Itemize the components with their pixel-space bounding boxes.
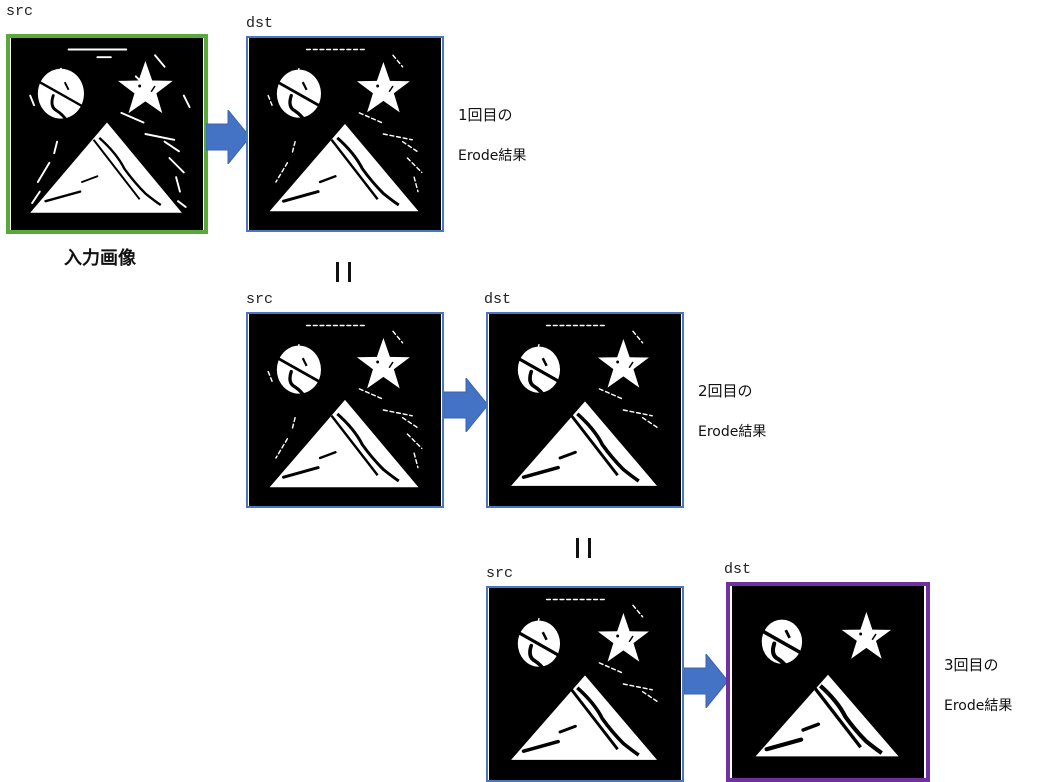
result-caption-3: 3回目の Erode結果 — [944, 654, 1012, 715]
input-image — [6, 34, 208, 234]
src-label-2: src — [246, 291, 274, 308]
equals-marker-1 — [332, 262, 356, 282]
erode-result-1 — [246, 36, 444, 232]
dst-label-2: dst — [484, 291, 512, 308]
arrow-right-icon — [206, 110, 250, 164]
arrow-right-icon — [444, 378, 488, 432]
erode-result-2 — [486, 312, 684, 508]
equals-marker-2 — [572, 538, 596, 558]
input-image-caption: 入力画像 — [64, 248, 136, 269]
result-caption-1: 1回目の Erode結果 — [458, 104, 526, 165]
dst-label-3: dst — [724, 561, 752, 578]
src-image-2 — [246, 312, 444, 508]
src-image-3-scene — [489, 588, 681, 780]
result-caption-2-line1: 2回目の — [698, 382, 753, 400]
result-caption-3-line1: 3回目の — [944, 656, 999, 674]
dst-label-1: dst — [246, 15, 274, 32]
erode-result-3-scene — [732, 586, 924, 778]
src-image-2-scene — [249, 314, 441, 506]
erode-result-1-scene — [249, 38, 441, 230]
src-image-3 — [486, 586, 684, 782]
result-caption-3-line2: Erode結果 — [944, 698, 1013, 714]
result-caption-2-line2: Erode結果 — [698, 424, 767, 440]
erode-result-2-scene — [489, 314, 681, 506]
src-label-3: src — [486, 565, 514, 582]
result-caption-1-line1: 1回目の — [458, 106, 513, 124]
input-image-scene — [11, 38, 203, 230]
src-label-1: src — [6, 3, 34, 20]
arrow-right-icon — [684, 654, 728, 708]
result-caption-2: 2回目の Erode結果 — [698, 380, 766, 441]
erode-result-3 — [726, 582, 930, 782]
result-caption-1-line2: Erode結果 — [458, 148, 527, 164]
